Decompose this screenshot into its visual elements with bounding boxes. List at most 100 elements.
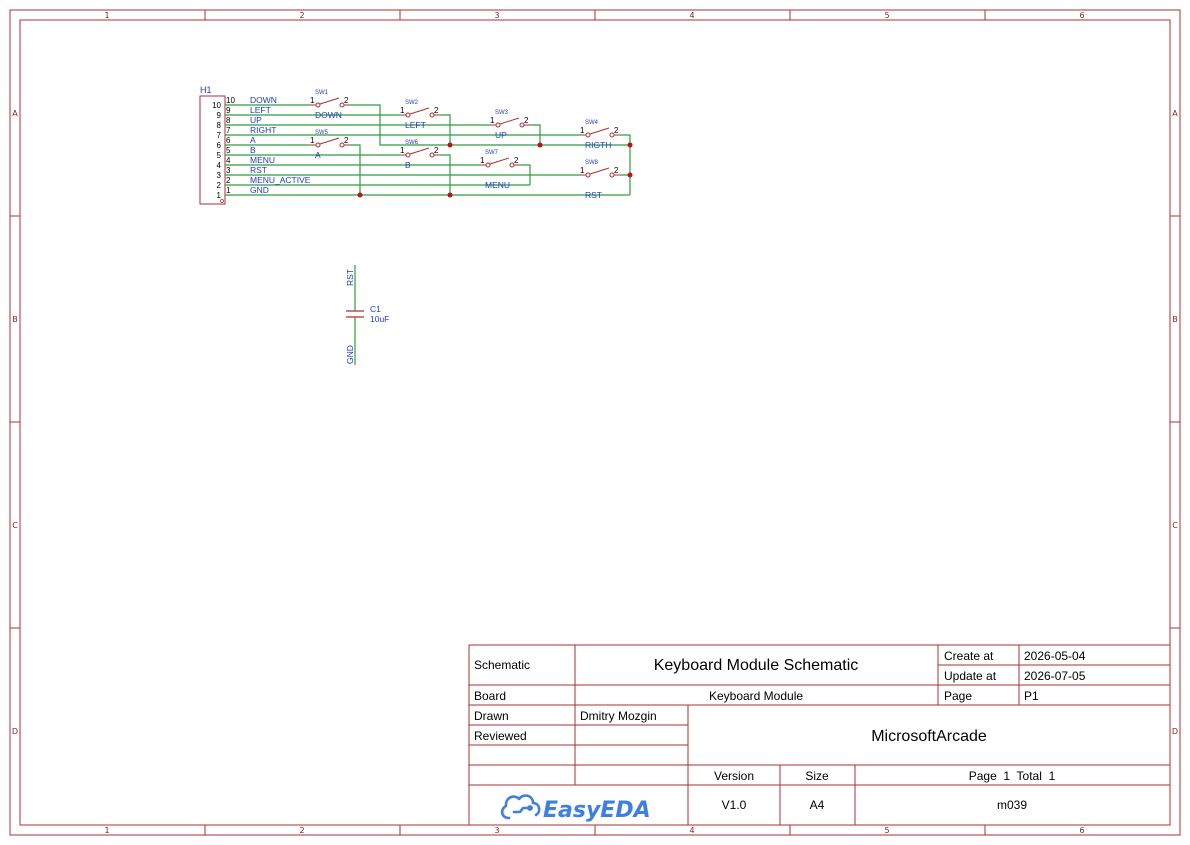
- frame-col-3-bottom: 3: [494, 826, 499, 835]
- sw7-pin2: 2: [514, 156, 519, 165]
- capacitor-value: 10uF: [370, 314, 389, 324]
- frame-col-2-bottom: 2: [299, 826, 304, 835]
- switch-sw1[interactable]: SW1 1 2 DOWN: [310, 90, 350, 120]
- frame-row-a-left: A: [12, 109, 18, 118]
- tb-create-label: Create at: [944, 649, 994, 663]
- switch-sw6[interactable]: SW6 1 2 B: [400, 140, 440, 170]
- net-label-menu: MENU: [250, 155, 275, 165]
- sw6-label: B: [405, 160, 411, 170]
- tb-drawn-by: Dmitry Mozgin: [580, 709, 657, 723]
- frame-col-6-bottom: 6: [1079, 826, 1084, 835]
- tb-page-total: Page 1 Total 1: [969, 769, 1056, 783]
- frame-row-b-left: B: [12, 315, 18, 324]
- frame-row-d-right: D: [1172, 727, 1178, 736]
- sw4-pin1: 1: [580, 126, 585, 135]
- frame-col-4-top: 4: [689, 11, 694, 20]
- wires: [225, 104, 631, 365]
- sw8-pin1: 1: [580, 166, 585, 175]
- net-label-gnd: GND: [250, 185, 269, 195]
- tb-size-label: Size: [805, 769, 829, 783]
- sw5-pin1: 1: [310, 136, 315, 145]
- switch-sw4[interactable]: SW4 1 2 RIGTH: [580, 120, 620, 150]
- sw3-label: UP: [495, 130, 507, 140]
- sw7-label: MENU: [485, 180, 510, 190]
- sw3-ref: SW3: [495, 110, 509, 116]
- sw8-ref: SW8: [585, 160, 599, 166]
- connector-pin-8-right: 8: [226, 116, 231, 125]
- connector-pin-7-left: 7: [217, 131, 222, 140]
- capacitor-c1[interactable]: C1 10uF RST GND: [345, 269, 389, 364]
- switch-sw3[interactable]: SW3 1 2 UP: [490, 110, 530, 140]
- connector-pin-7-right: 7: [226, 126, 231, 135]
- sw7-ref: SW7: [485, 150, 499, 156]
- tb-project-name: MicrosoftArcade: [871, 728, 987, 745]
- sw3-pin2: 2: [524, 116, 529, 125]
- sw6-pin2: 2: [434, 146, 439, 155]
- sw5-ref: SW5: [315, 130, 329, 136]
- net-label-left: LEFT: [250, 105, 271, 115]
- switch-sw7[interactable]: SW7 1 2 MENU: [480, 150, 520, 190]
- title-block: [468, 644, 1171, 826]
- sw1-ref: SW1: [315, 90, 329, 96]
- tb-board-label: Board: [474, 689, 506, 703]
- switch-sw5[interactable]: SW5 1 2 A: [310, 130, 350, 160]
- sw2-ref: SW2: [405, 100, 419, 106]
- frame-row-d-left: D: [12, 727, 18, 736]
- net-label-menu-active: MENU_ACTIVE: [250, 175, 311, 185]
- tb-reviewed-label: Reviewed: [474, 729, 527, 743]
- tb-page-label: Page: [944, 689, 972, 703]
- easyeda-logo-text: EasyEDA: [543, 798, 651, 823]
- sw5-pin2: 2: [344, 136, 349, 145]
- net-label-down: DOWN: [250, 95, 277, 105]
- tb-update-date: 2026-07-05: [1024, 669, 1086, 683]
- connector-pin-6-right: 6: [226, 136, 231, 145]
- sw4-ref: SW4: [585, 120, 599, 126]
- frame-row-b-right: B: [1172, 315, 1178, 324]
- capacitor-net-top: RST: [345, 269, 355, 286]
- switch-sw2[interactable]: SW2 1 2 LEFT: [400, 100, 440, 130]
- tb-schematic-title: Keyboard Module Schematic: [654, 657, 859, 674]
- frame-row-c-right: C: [1172, 521, 1178, 530]
- sw1-pin2: 2: [344, 96, 349, 105]
- net-label-right: RIGHT: [250, 125, 276, 135]
- sw8-label: RST: [585, 190, 602, 200]
- sw5-label: A: [315, 150, 321, 160]
- connector-pin-10-right: 10: [226, 96, 235, 105]
- connector-pin-6-left: 6: [217, 141, 222, 150]
- tb-board-name: Keyboard Module: [709, 689, 803, 703]
- frame-col-1-bottom: 1: [104, 826, 109, 835]
- capacitor-ref: C1: [370, 304, 381, 314]
- sw2-pin2: 2: [434, 106, 439, 115]
- sw2-pin1: 1: [400, 106, 405, 115]
- capacitor-net-bottom: GND: [345, 345, 355, 364]
- frame-col-6-top: 6: [1079, 11, 1084, 20]
- junctions: [357, 142, 633, 198]
- frame-col-1-top: 1: [104, 11, 109, 20]
- connector-pin-10-left: 10: [212, 101, 221, 110]
- connector-pin-2-right: 2: [226, 176, 231, 185]
- tb-page-value: P1: [1024, 689, 1039, 703]
- tb-update-label: Update at: [944, 669, 997, 683]
- tb-drawn-label: Drawn: [474, 709, 509, 723]
- sw7-pin1: 1: [480, 156, 485, 165]
- tb-schematic-label: Schematic: [474, 658, 530, 672]
- connector-h1[interactable]: H1 10 9 8 7 6 5 4 3 2 1 10 9 8 7 6 5 4 3…: [199, 85, 311, 205]
- connector-pin-1-right: 1: [226, 186, 231, 195]
- net-label-rst: RST: [250, 165, 267, 175]
- connector-pin-9-left: 9: [217, 111, 222, 120]
- connector-pin-1-left: 1: [217, 191, 222, 200]
- net-label-up: UP: [250, 115, 262, 125]
- frame-col-5-top: 5: [884, 11, 889, 20]
- tb-version-value: V1.0: [722, 798, 747, 812]
- frame-col-4-bottom: 4: [689, 826, 694, 835]
- switch-sw8[interactable]: SW8 1 2 RST: [580, 160, 620, 200]
- tb-doc-id: m039: [997, 798, 1027, 812]
- connector-pin-3-right: 3: [226, 166, 231, 175]
- sw1-pin1: 1: [310, 96, 315, 105]
- frame-row-a-right: A: [1172, 109, 1178, 118]
- connector-pin-9-right: 9: [226, 106, 231, 115]
- frame-col-3-top: 3: [494, 11, 499, 20]
- sw3-pin1: 1: [490, 116, 495, 125]
- net-label-b: B: [250, 145, 256, 155]
